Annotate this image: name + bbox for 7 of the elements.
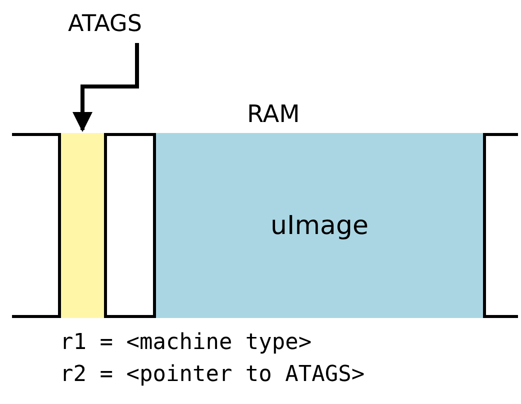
memory-region: uImage [153, 133, 486, 318]
register-note: r2 = <pointer to ATAGS> [60, 362, 365, 387]
node-label: ATAGS [50, 8, 160, 40]
memory-region [58, 133, 107, 318]
band-label: RAM [247, 100, 300, 128]
register-note: r1 = <machine type> [60, 330, 312, 355]
arrow [72, 43, 139, 132]
